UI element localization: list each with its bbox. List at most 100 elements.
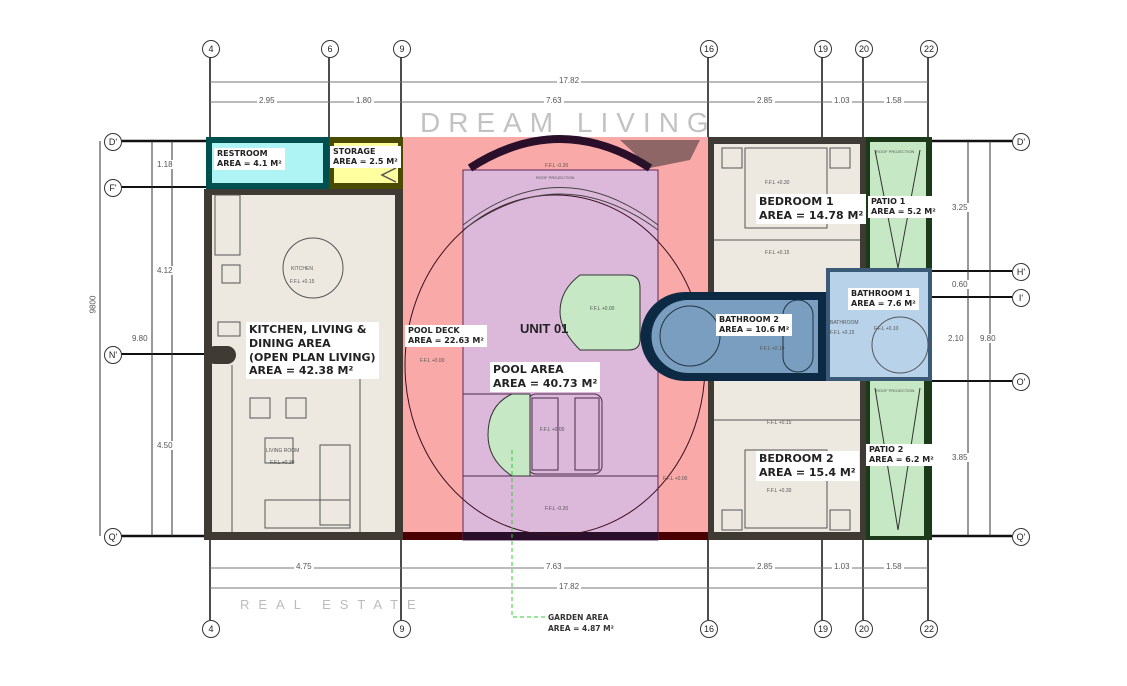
bathroom1-tag: BATHROOM xyxy=(830,320,859,326)
restroom-label: RESTROOM AREA = 4.1 M² xyxy=(214,148,285,170)
kitchen-tag: KITCHEN xyxy=(291,266,313,272)
living-room-tag: LIVING ROOM xyxy=(266,448,300,454)
grid-bubble-q: Q' xyxy=(104,528,122,546)
living-room-ffl: F.F.L +0.30 xyxy=(270,460,295,466)
bedroom2-ffl: F.F.L +0.15 xyxy=(767,420,792,426)
grid-bubble-20: 20 xyxy=(855,40,873,58)
pool-deck-area: AREA = 22.63 M² xyxy=(408,336,484,345)
pool-ffl-top: F.F.L -0.20 xyxy=(545,163,569,169)
grid-bubble-f: F' xyxy=(104,179,122,197)
bathroom2-area: AREA = 10.6 M² xyxy=(719,325,790,334)
dim-right-3: 2.10 xyxy=(946,334,966,343)
bathroom1-ffl: F.F.L +0.15 xyxy=(830,330,855,336)
pool-area-name: POOL AREA xyxy=(493,363,564,376)
restroom-area: AREA = 4.1 M² xyxy=(217,159,282,168)
bedroom2-label: BEDROOM 2 AREA = 15.4 M² xyxy=(756,451,859,481)
bedroom2-name: BEDROOM 2 xyxy=(759,452,834,465)
grid-bubble-6: 6 xyxy=(321,40,339,58)
storage-name: STORAGE xyxy=(333,147,376,156)
storage-area: AREA = 2.5 M² xyxy=(333,157,398,166)
garden-name: GARDEN AREA xyxy=(548,613,609,622)
bedroom2-ffl2: F.F.L +0.30 xyxy=(767,488,792,494)
grid-bubble-16-bottom: 16 xyxy=(700,620,718,638)
grid-bubble-n: N' xyxy=(104,346,122,364)
kitchen-area: AREA = 42.38 M² xyxy=(249,364,354,378)
patio1-area: AREA = 5.2 M² xyxy=(871,207,936,216)
grid-bubble-16: 16 xyxy=(700,40,718,58)
storage-label: STORAGE AREA = 2.5 M² xyxy=(330,146,401,168)
grid-bubble-h-right: H' xyxy=(1012,263,1030,281)
grid-bubble-o-right: O' xyxy=(1012,373,1030,391)
dim-right-2: 0.60 xyxy=(950,280,970,289)
dim-left-4: 4.50 xyxy=(155,441,175,450)
bathroom2-ffl: F.F.L +0.10 xyxy=(760,346,785,352)
dim-bottom-3: 2.85 xyxy=(755,562,775,571)
restroom-name: RESTROOM xyxy=(217,149,268,158)
bathroom2-name: BATHROOM 2 xyxy=(719,315,779,324)
kitchen-label: KITCHEN, LIVING & DINING AREA (OPEN PLAN… xyxy=(246,322,379,379)
bathroom1-name: BATHROOM 1 xyxy=(851,289,911,298)
dim-top-1: 2.95 xyxy=(257,96,277,105)
bedroom2-area: AREA = 15.4 M² xyxy=(759,465,856,479)
grid-bubble-9-bottom: 9 xyxy=(393,620,411,638)
bathroom1-area: AREA = 7.6 M² xyxy=(851,299,916,308)
pool-ffl-right: F.F.L +0.00 xyxy=(663,476,688,482)
bathroom1-label: BATHROOM 1 AREA = 7.6 M² xyxy=(848,288,919,310)
pool-island-ffl: F.F.L +0.00 xyxy=(590,306,615,312)
watermark: DREAM LIVING xyxy=(420,107,717,138)
bedroom1-ffl: F.F.L +0.30 xyxy=(765,180,790,186)
patio2-name: PATIO 2 xyxy=(869,445,904,454)
bedroom1-label: BEDROOM 1 AREA = 14.78 M² xyxy=(756,194,867,224)
dim-top-3: 7.63 xyxy=(544,96,564,105)
dim-bottom-4: 1.03 xyxy=(832,562,852,571)
grid-bubble-4: 4 xyxy=(202,40,220,58)
dim-bottom-5: 1.58 xyxy=(884,562,904,571)
dim-top-5: 1.03 xyxy=(832,96,852,105)
patio2-area: AREA = 6.2 M² xyxy=(869,455,934,464)
dim-right-4: 3.85 xyxy=(950,453,970,462)
garden-label: GARDEN AREA AREA = 4.87 M² xyxy=(548,613,614,634)
pool-roof-projection: ROOF PROJECTION xyxy=(536,175,575,180)
grid-bubble-20-bottom: 20 xyxy=(855,620,873,638)
dim-right-1: 3.25 xyxy=(950,203,970,212)
pool-deck-ffl: F.F.L +0.00 xyxy=(420,358,445,364)
grid-bubble-22-bottom: 22 xyxy=(920,620,938,638)
pool-deck-label: POOL DECK AREA = 22.63 M² xyxy=(405,325,487,347)
grid-bubble-i-right: I' xyxy=(1012,289,1030,307)
dim-right-total: 9.80 xyxy=(978,334,998,343)
grid-bubble-19: 19 xyxy=(814,40,832,58)
dim-left-2: 4.12 xyxy=(155,266,175,275)
pool-area-label: POOL AREA AREA = 40.73 M² xyxy=(490,362,601,392)
grid-bubble-22: 22 xyxy=(920,40,938,58)
kitchen-name-3: (OPEN PLAN LIVING) xyxy=(249,350,376,364)
pool-deck-name: POOL DECK xyxy=(408,326,460,335)
grid-bubble-d-right: D' xyxy=(1012,133,1030,151)
watermark-sub: REAL ESTATE xyxy=(240,597,425,612)
dim-bottom-total: 17.82 xyxy=(557,582,582,591)
patio1-label: PATIO 1 AREA = 5.2 M² xyxy=(868,196,939,218)
patio1-name: PATIO 1 xyxy=(871,197,906,206)
unit-title: UNIT 01 xyxy=(520,321,569,336)
bedroom1-name: BEDROOM 1 xyxy=(759,195,834,208)
dim-left-total: 9800 xyxy=(88,293,98,316)
dim-top-2: 1.80 xyxy=(354,96,374,105)
dim-top-total: 17.82 xyxy=(557,76,582,85)
grid-bubble-9: 9 xyxy=(393,40,411,58)
bedroom1-area: AREA = 14.78 M² xyxy=(759,208,864,222)
bathroom1-ffl2: F.F.L +0.10 xyxy=(874,326,899,332)
dim-bottom-2: 7.63 xyxy=(544,562,564,571)
bathroom2-label: BATHROOM 2 AREA = 10.6 M² xyxy=(716,314,793,336)
garden-area: AREA = 4.87 M² xyxy=(548,623,614,633)
pool-bed-ffl: F.F.L +0.00 xyxy=(540,427,565,433)
dim-top-6: 1.58 xyxy=(884,96,904,105)
dimension-lines xyxy=(99,81,991,589)
bedroom1-ffl2: F.F.L +0.15 xyxy=(765,250,790,256)
patio1-roof: ROOF PROJECTION xyxy=(876,149,915,154)
grid-bubble-4-bottom: 4 xyxy=(202,620,220,638)
pool-area-area: AREA = 40.73 M² xyxy=(493,376,598,390)
patio2-label: PATIO 2 AREA = 6.2 M² xyxy=(866,444,937,466)
grid-bubble-19-bottom: 19 xyxy=(814,620,832,638)
patio2-roof: ROOF PROJECTION xyxy=(876,388,915,393)
dim-left-1: 1.18 xyxy=(155,160,175,169)
dim-top-4: 2.85 xyxy=(755,96,775,105)
